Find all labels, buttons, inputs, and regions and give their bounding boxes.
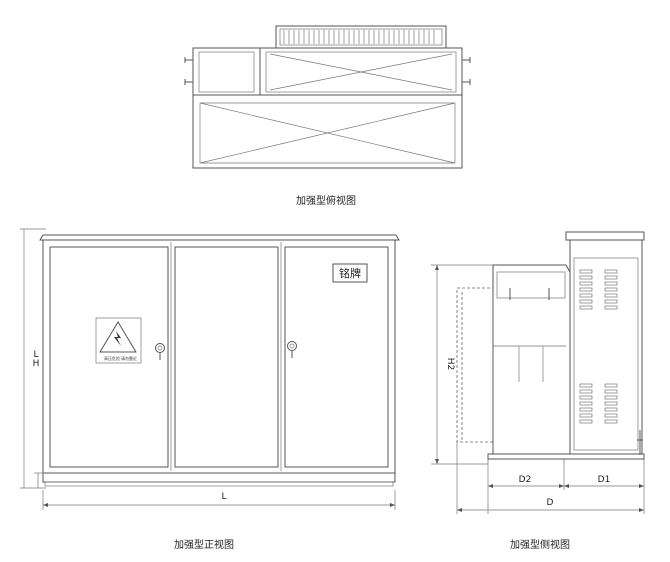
top-view-vent-grille bbox=[275, 25, 447, 49]
top-view: 加强型俯视图 bbox=[184, 25, 471, 207]
dim-label-d1: D1 bbox=[598, 475, 611, 485]
vent-slot bbox=[579, 287, 593, 292]
vent-slot bbox=[579, 383, 593, 388]
nameplate bbox=[332, 263, 368, 283]
top-view-left-compartment bbox=[192, 47, 261, 96]
warning-triangle-icon bbox=[99, 321, 137, 353]
vent-slot bbox=[604, 389, 618, 394]
warning-text-2: 请勿靠近 bbox=[121, 355, 137, 361]
lightning-icon bbox=[114, 331, 121, 346]
vent-slot bbox=[604, 383, 618, 388]
vent-slot bbox=[579, 293, 593, 298]
vent-slot bbox=[604, 269, 618, 274]
side-view-caption: 加强型侧视图 bbox=[510, 538, 570, 551]
vent-slot bbox=[579, 305, 593, 310]
front-view: 高压危险 请勿靠近 铭牌 L H L 加强型正视图 bbox=[20, 228, 400, 551]
vent-slot bbox=[604, 395, 618, 400]
vent-slot bbox=[579, 299, 593, 304]
dim-label-d2: D2 bbox=[519, 475, 532, 485]
side-vent-upper bbox=[579, 269, 618, 310]
vent-slot bbox=[579, 395, 593, 400]
vent-slot bbox=[579, 401, 593, 406]
vent-slot bbox=[579, 389, 593, 394]
side-view-rear-cabinet bbox=[569, 239, 643, 455]
front-door-left bbox=[49, 246, 169, 468]
vent-slot bbox=[604, 413, 618, 418]
vent-slot bbox=[604, 401, 618, 406]
vent-slot bbox=[604, 299, 618, 304]
dim-label-l: L bbox=[221, 492, 226, 502]
front-view-base bbox=[42, 472, 396, 483]
vent-slot bbox=[604, 293, 618, 298]
vent-slot bbox=[604, 305, 618, 310]
door-handle-left bbox=[155, 343, 165, 360]
side-view: H2 D2 D1 D 加强型侧视图 bbox=[431, 231, 645, 551]
vent-slot bbox=[604, 419, 618, 424]
vent-grille-bars bbox=[283, 30, 435, 44]
top-view-right-compartment bbox=[259, 47, 463, 96]
vent-slot bbox=[579, 413, 593, 418]
side-view-roof bbox=[565, 231, 645, 241]
front-view-caption: 加强型正视图 bbox=[174, 538, 234, 551]
vent-slot bbox=[579, 281, 593, 286]
dim-label-d: D bbox=[547, 498, 554, 508]
vent-slot bbox=[579, 269, 593, 274]
side-view-front-cabinet bbox=[492, 264, 571, 455]
dim-label-h: H bbox=[33, 359, 40, 369]
vent-slot bbox=[579, 407, 593, 412]
top-view-base-cross-b bbox=[199, 102, 456, 164]
warning-sign: 高压危险 请勿靠近 bbox=[95, 317, 142, 364]
top-view-right-cross-b bbox=[269, 53, 453, 91]
vent-slot bbox=[579, 275, 593, 280]
dim-label-h-small: L bbox=[33, 350, 38, 360]
top-view-base bbox=[192, 94, 463, 169]
door-handle-right bbox=[287, 341, 297, 358]
side-view-base bbox=[487, 453, 645, 460]
front-door-middle bbox=[174, 246, 279, 468]
vent-slot bbox=[604, 281, 618, 286]
vent-slot bbox=[604, 275, 618, 280]
top-view-caption: 加强型俯视图 bbox=[296, 194, 356, 207]
nameplate-text: 铭牌 bbox=[339, 266, 361, 280]
vent-slot bbox=[579, 419, 593, 424]
front-view-roof bbox=[39, 234, 400, 241]
front-door-right bbox=[284, 246, 389, 468]
side-view-dashed-outline bbox=[456, 287, 494, 443]
vent-slot bbox=[604, 407, 618, 412]
dim-label-h2: H2 bbox=[445, 358, 455, 371]
vent-slot bbox=[604, 287, 618, 292]
side-vent-lower bbox=[579, 383, 618, 424]
warning-text: 高压危险 bbox=[104, 355, 120, 361]
